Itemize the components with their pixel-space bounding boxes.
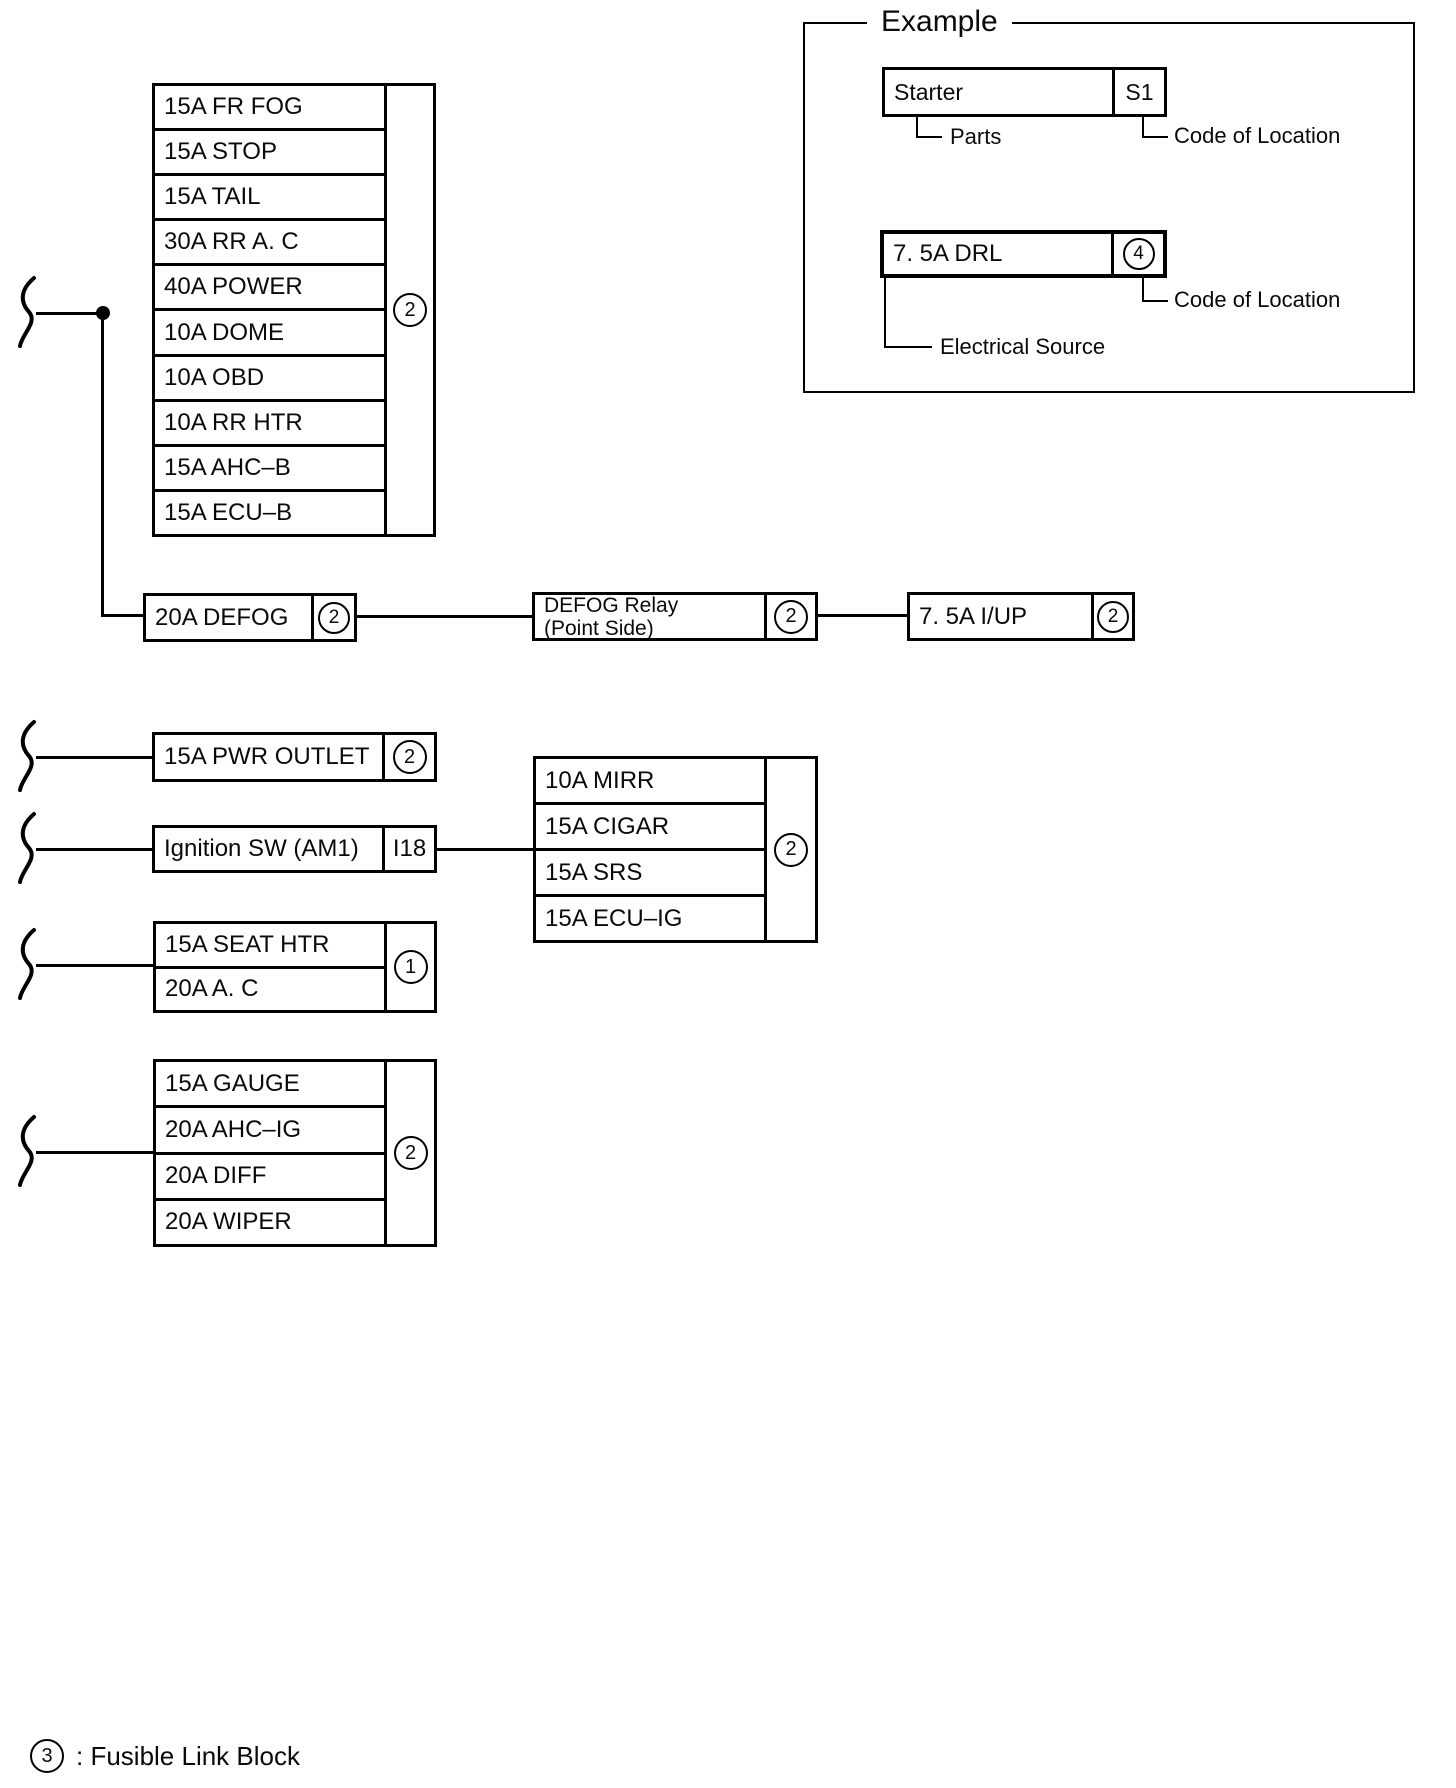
- location-code-cell: I18: [382, 828, 434, 870]
- fuse-label: 20A DEFOG: [155, 603, 289, 631]
- location-code-cell: 2: [382, 735, 434, 779]
- wire-feed-gauge-block: [36, 1151, 153, 1154]
- leader-line: [1142, 136, 1168, 138]
- leader-line: [884, 346, 932, 348]
- fuse-row: 10A RR HTR: [155, 402, 384, 447]
- wire-feed-defog-vertical: [101, 312, 104, 617]
- location-code-cell: 2: [764, 595, 815, 638]
- relay-label: DEFOG Relay (Point Side): [535, 593, 764, 640]
- fuse-row: 20A A. C: [165, 975, 259, 1003]
- location-code-column: 2: [384, 1062, 434, 1244]
- fuse-row: 20A WIPER: [165, 1208, 292, 1236]
- leader-line: [1142, 117, 1144, 138]
- location-code-cell: 4: [1111, 234, 1163, 274]
- wire-break-icon: [18, 1115, 36, 1187]
- fuse-row: 15A SRS: [536, 851, 764, 897]
- fuse-label: 15A PWR OUTLET: [164, 743, 370, 770]
- fuse-row: 15A FR FOG: [155, 86, 384, 132]
- wire-break-icon: [18, 928, 36, 1000]
- wire-break-icon: [18, 276, 36, 348]
- location-code-cell: 2: [1091, 595, 1132, 638]
- location-code-text: S1: [1125, 78, 1154, 105]
- location-code-badge: 2: [393, 1136, 428, 1170]
- pwr-outlet-fuse-box: 15A PWR OUTLET 2: [152, 732, 437, 782]
- fuse-row: 15A TAIL: [155, 176, 384, 222]
- leader-line: [1142, 300, 1168, 302]
- fuse-row: 10A OBD: [155, 357, 384, 402]
- location-code-cell: 2: [311, 596, 354, 639]
- part-label: Ignition SW (AM1): [164, 835, 359, 862]
- location-code-column: 1: [384, 924, 434, 1010]
- ig-fuse-block: 10A MIRR 15A CIGAR 15A SRS 15A ECU–IG 2: [533, 756, 818, 943]
- fuse-row: 40A POWER: [155, 266, 384, 312]
- legend-code-badge: 3: [30, 1739, 64, 1773]
- main-fuse-block-rows: 15A FR FOG 15A STOP 15A TAIL 30A RR A. C…: [155, 86, 384, 534]
- fuse-row: 20A AHC–IG: [156, 1108, 384, 1155]
- relay-label-line2: (Point Side): [544, 616, 654, 640]
- location-code-badge: 2: [393, 293, 427, 327]
- defog-relay-box: DEFOG Relay (Point Side) 2: [532, 592, 818, 641]
- defog-fuse-box: 20A DEFOG 2: [143, 593, 357, 642]
- part-label: Starter: [894, 78, 964, 105]
- annotation-code-of-location: Code of Location: [1174, 123, 1341, 148]
- annotation-code-of-location: Code of Location: [1174, 287, 1341, 312]
- fuse-row: 15A AHC–B: [155, 447, 384, 492]
- location-code-badge: 2: [1097, 600, 1129, 633]
- location-code-badge: 2: [318, 601, 350, 634]
- wire-feed-main-block: [36, 312, 103, 315]
- annotation-electrical-source: Electrical Source: [940, 334, 1106, 359]
- location-code-badge: 2: [774, 599, 808, 634]
- location-code-column: 2: [384, 86, 433, 534]
- wire-feed-pwr-outlet: [36, 756, 152, 759]
- example-drl-box: 7. 5A DRL 4: [880, 230, 1167, 278]
- fuse-row: 10A DOME: [155, 311, 384, 357]
- legend: 3 : Fusible Link Block: [30, 1739, 300, 1773]
- gauge-fuse-block-rows: 15A GAUGE 20A AHC–IG 20A DIFF 20A WIPER: [156, 1062, 384, 1244]
- wire-defog-to-relay: [357, 615, 532, 618]
- fuse-row: 20A DIFF: [156, 1155, 384, 1201]
- location-code-column: 2: [764, 759, 815, 940]
- gauge-fuse-block: 15A GAUGE 20A AHC–IG 20A DIFF 20A WIPER …: [153, 1059, 437, 1247]
- location-code-text: I18: [392, 835, 427, 862]
- leader-line: [1142, 278, 1144, 302]
- fuse-row: 15A CIGAR: [536, 805, 764, 851]
- seat-fuse-block-rows: 15A SEAT HTR 20A A. C: [156, 924, 384, 1010]
- fuse-row: 15A SEAT HTR: [156, 924, 384, 969]
- location-code-cell: S1: [1112, 70, 1164, 114]
- leader-line: [916, 117, 918, 138]
- iup-fuse-box: 7. 5A I/UP 2: [907, 592, 1135, 641]
- ignition-sw-box: Ignition SW (AM1) I18: [152, 825, 437, 873]
- fuse-row: 15A STOP: [155, 131, 384, 177]
- fuse-label: 7. 5A DRL: [893, 240, 1003, 267]
- fuse-row: 30A RR A. C: [155, 221, 384, 267]
- ig-fuse-block-rows: 10A MIRR 15A CIGAR 15A SRS 15A ECU–IG: [536, 759, 764, 940]
- wire-feed-seat-block: [36, 964, 153, 967]
- fuse-row: 15A ECU–B: [164, 498, 293, 526]
- example-frame: Example: [803, 4, 1415, 393]
- fuse-label: 7. 5A I/UP: [919, 602, 1028, 630]
- annotation-parts: Parts: [950, 124, 1002, 149]
- fuse-row: 15A ECU–IG: [545, 904, 683, 932]
- wire-feed-defog-horizontal: [101, 614, 143, 617]
- wire-feed-ignition: [36, 848, 152, 851]
- wire-relay-to-iup: [818, 614, 907, 617]
- fuse-row: 15A GAUGE: [156, 1062, 384, 1109]
- leader-line: [916, 136, 942, 138]
- example-starter-box: Starter S1: [882, 67, 1167, 117]
- wire-break-icon: [18, 720, 36, 792]
- wire-ignition-to-ig-block: [437, 848, 533, 851]
- wire-break-icon: [18, 812, 36, 884]
- fuse-row: 10A MIRR: [536, 759, 764, 805]
- legend-text: : Fusible Link Block: [76, 1740, 300, 1771]
- example-title: Example: [867, 4, 1012, 40]
- seat-fuse-block: 15A SEAT HTR 20A A. C 1: [153, 921, 437, 1013]
- location-code-badge: 1: [393, 950, 428, 984]
- location-code-badge: 2: [774, 832, 808, 867]
- main-fuse-block: 15A FR FOG 15A STOP 15A TAIL 30A RR A. C…: [152, 83, 436, 537]
- leader-line: [884, 278, 886, 348]
- location-code-badge: 2: [392, 740, 427, 774]
- location-code-badge: 4: [1122, 238, 1155, 270]
- relay-label-line1: DEFOG Relay: [544, 593, 679, 617]
